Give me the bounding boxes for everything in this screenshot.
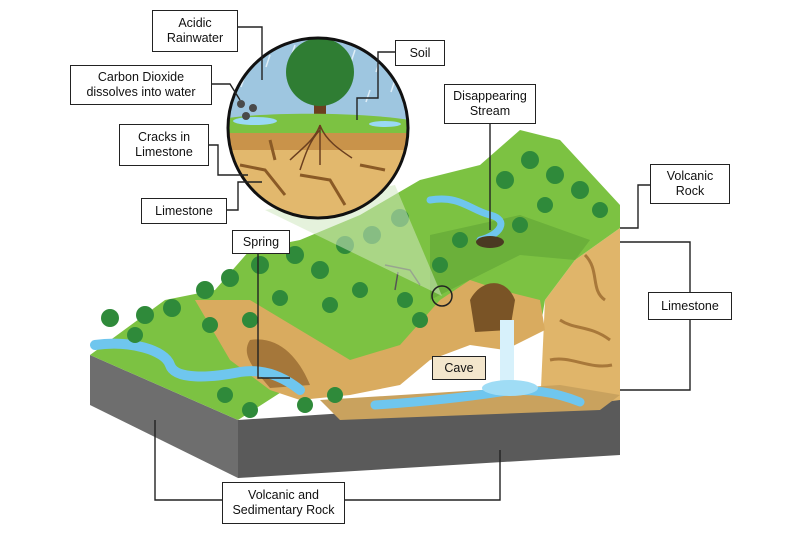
label-volcanic-rock-line1: Volcanic bbox=[666, 169, 714, 183]
limestone-crack-lines bbox=[239, 139, 386, 206]
magnify-target bbox=[431, 285, 453, 307]
trees bbox=[101, 151, 608, 418]
roots bbox=[289, 124, 353, 171]
inset-border bbox=[226, 36, 410, 220]
label-limestone-inset-text: Limestone bbox=[155, 203, 213, 218]
label-soil: Soil bbox=[395, 40, 445, 66]
leader-lines bbox=[154, 26, 691, 501]
terrain-block bbox=[90, 130, 620, 478]
co2-bubble bbox=[237, 100, 245, 108]
label-cave-text: Cave bbox=[444, 360, 474, 375]
label-limestone-right: Limestone bbox=[648, 292, 732, 320]
label-disappearing-line2: Stream bbox=[469, 104, 511, 118]
cave-opening bbox=[470, 283, 515, 332]
label-cave: Cave bbox=[432, 356, 486, 380]
label-spring: Spring bbox=[232, 230, 290, 254]
limestone-cracks bbox=[549, 253, 613, 368]
grass-surface bbox=[90, 130, 620, 420]
river-left bbox=[90, 338, 305, 395]
plunge-pool bbox=[482, 380, 538, 396]
co2-bubble bbox=[242, 112, 250, 120]
label-acidic-rainwater-line2: Rainwater bbox=[166, 31, 224, 45]
sinkhole bbox=[476, 236, 504, 248]
label-limestone-right-text: Limestone bbox=[661, 298, 719, 313]
label-spring-text: Spring bbox=[242, 234, 280, 249]
waterfall bbox=[500, 320, 514, 382]
label-disappearing-line1: Disappearing bbox=[453, 89, 527, 103]
bedrock-front-right bbox=[238, 395, 620, 478]
label-volcanic-sedimentary-line1: Volcanic and bbox=[248, 488, 319, 502]
label-carbon-dioxide-line2: dissolves into water bbox=[86, 85, 196, 99]
label-volcanic-sedimentary-line2: Sedimentary Rock bbox=[232, 503, 335, 517]
grass-shade bbox=[430, 215, 590, 300]
bedrock-front-left bbox=[90, 355, 238, 478]
label-acidic-rainwater-line1: Acidic bbox=[178, 16, 212, 30]
label-volcanic-rock-line2: Rock bbox=[675, 184, 705, 198]
label-carbon-dioxide-line1: Carbon Dioxide bbox=[97, 70, 185, 84]
label-limestone-inset: Limestone bbox=[141, 198, 227, 224]
inset-tree-crown bbox=[286, 38, 354, 106]
label-soil-text: Soil bbox=[409, 45, 431, 60]
label-cracks-line2: Limestone bbox=[135, 145, 193, 159]
inset-detail bbox=[226, 36, 410, 220]
label-cracks-line1: Cracks in bbox=[137, 130, 191, 144]
co2-bubble bbox=[249, 104, 257, 112]
